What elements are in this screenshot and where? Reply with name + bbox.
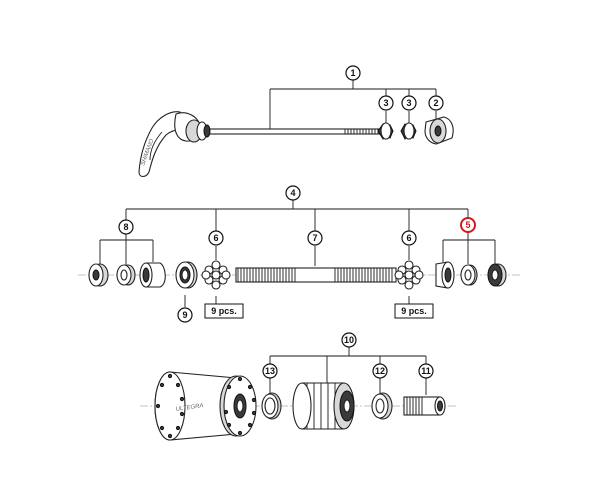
- steel-balls-left[interactable]: [201, 260, 231, 290]
- spring-3a[interactable]: [377, 122, 394, 141]
- callout-4[interactable]: 4: [285, 185, 301, 201]
- svg-text:9 pcs.: 9 pcs.: [211, 306, 237, 316]
- callout-7[interactable]: 7: [307, 230, 323, 246]
- callout-9[interactable]: 9: [177, 307, 193, 323]
- spring-3b[interactable]: [400, 122, 417, 140]
- callout-10[interactable]: 10: [341, 332, 357, 348]
- hub-body-assembly: ULTEGRA 1: [140, 332, 456, 441]
- callout-13[interactable]: 13: [262, 363, 278, 379]
- lock-nut[interactable]: [88, 263, 109, 287]
- svg-text:13: 13: [265, 366, 275, 376]
- washer-right[interactable]: [460, 264, 478, 286]
- freehub-body[interactable]: [292, 382, 355, 430]
- callout-5[interactable]: 5: [460, 217, 476, 233]
- freehub-washer[interactable]: [371, 392, 393, 420]
- svg-text:5: 5: [465, 220, 470, 230]
- hub-axle[interactable]: [235, 267, 397, 283]
- svg-text:3: 3: [406, 98, 411, 108]
- quick-release-lever[interactable]: SHIMANO: [138, 111, 211, 178]
- adjusting-nut[interactable]: [424, 116, 454, 145]
- svg-text:11: 11: [421, 366, 431, 376]
- svg-text:12: 12: [375, 366, 385, 376]
- callout-8[interactable]: 8: [118, 219, 134, 235]
- svg-text:6: 6: [406, 233, 411, 243]
- svg-text:1: 1: [350, 68, 355, 78]
- svg-text:7: 7: [312, 233, 317, 243]
- lock-nut-right[interactable]: [487, 263, 507, 287]
- quantity-label-right: 9 pcs.: [394, 303, 434, 319]
- svg-text:4: 4: [290, 188, 295, 198]
- cone-right[interactable]: [435, 261, 455, 289]
- seal-ring[interactable]: [261, 392, 282, 420]
- callout-3b[interactable]: 3: [401, 95, 417, 111]
- callout-1[interactable]: 1: [345, 65, 361, 81]
- callout-11[interactable]: 11: [418, 363, 434, 379]
- svg-text:9: 9: [182, 310, 187, 320]
- dust-cap[interactable]: [175, 261, 198, 289]
- freehub-fixing-bolt[interactable]: [403, 396, 446, 416]
- cone-left[interactable]: [139, 262, 166, 288]
- callout-3a[interactable]: 3: [378, 95, 394, 111]
- svg-text:6: 6: [213, 233, 218, 243]
- skewer-rod[interactable]: [204, 128, 381, 135]
- quick-release-assembly: SHIMANO 1 3 3 2: [138, 65, 454, 178]
- svg-text:2: 2: [433, 98, 438, 108]
- callout-6a[interactable]: 6: [208, 230, 224, 246]
- hub-axle-assembly: 9 pcs. 9 pcs. 4 8 6 7 6 5 9: [78, 185, 522, 323]
- hub-shell[interactable]: ULTEGRA: [154, 371, 257, 441]
- hub-brand-text: ULTEGRA: [175, 403, 203, 413]
- svg-text:10: 10: [344, 335, 354, 345]
- svg-text:8: 8: [123, 222, 128, 232]
- callout-12[interactable]: 12: [372, 363, 388, 379]
- svg-text:3: 3: [383, 98, 388, 108]
- washer-left[interactable]: [116, 264, 136, 286]
- callout-6b[interactable]: 6: [401, 230, 417, 246]
- svg-text:9 pcs.: 9 pcs.: [401, 306, 427, 316]
- callout-2[interactable]: 2: [428, 95, 444, 111]
- steel-balls-right[interactable]: [394, 260, 424, 290]
- quantity-label-left: 9 pcs.: [204, 303, 244, 319]
